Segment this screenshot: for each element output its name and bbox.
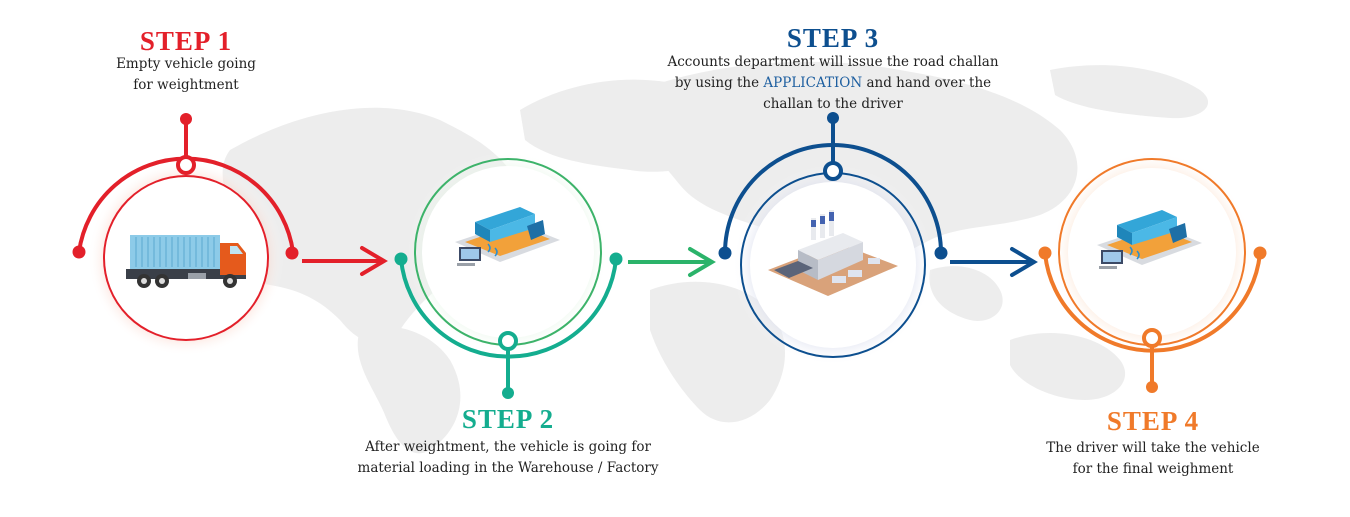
step-1-title: STEP 1 <box>139 26 233 56</box>
step-3-desc-line-2: by using the APPLICATION and hand over t… <box>633 73 1033 94</box>
step-2-title: STEP 2 <box>461 404 555 434</box>
step-1-inner-ring <box>103 175 269 341</box>
step-4-pin-dot <box>1146 381 1158 393</box>
step-2-desc-line-1: After weightment, the vehicle is going f… <box>365 439 651 455</box>
step-2-hub-ring <box>498 331 518 351</box>
step-3-desc-line-1: Accounts department will issue the road … <box>667 54 999 70</box>
arrow-step2-to-step3 <box>628 247 716 277</box>
arrow-step1-to-step2 <box>302 246 388 276</box>
step-2-desc-line-2: material loading in the Warehouse / Fact… <box>357 460 659 476</box>
step-2-pin-dot <box>502 387 514 399</box>
step-3-desc-line-2-post: and hand over the <box>862 75 992 91</box>
step-3-pin-dot <box>827 112 839 124</box>
step-4-right-dot <box>1253 246 1267 260</box>
step-3-left-dot <box>718 246 732 260</box>
step-1-node <box>72 113 299 356</box>
step-1-right-dot <box>285 246 299 260</box>
step-1-hub-ring <box>176 155 196 175</box>
step-3-desc-line-2-pre: by using the <box>674 75 764 91</box>
arrow-step3-to-step4 <box>950 247 1038 277</box>
step-2-left-dot <box>394 252 408 266</box>
step-3-right-dot <box>934 246 948 260</box>
step-2-node <box>394 152 623 399</box>
container-truck-icon <box>126 235 246 288</box>
step-1-desc-line-1: Empty vehicle going <box>116 56 256 72</box>
step-4-desc-line-2: for the final weighment <box>1072 461 1234 477</box>
step-1-pin-dot <box>180 113 192 125</box>
step-4-node <box>1038 152 1267 393</box>
step-4-left-dot <box>1038 246 1052 260</box>
step-4-hub-ring <box>1142 328 1162 348</box>
step-1-desc-line-2: for weightment <box>133 77 239 93</box>
step-3-desc-line-3: challan to the driver <box>763 96 903 112</box>
factory-icon <box>768 210 898 296</box>
step-3-node <box>718 112 948 365</box>
step-3-title: STEP 3 <box>786 23 880 53</box>
step-3-hub-ring <box>823 161 843 181</box>
step-1-left-dot <box>72 245 86 259</box>
step-4-title: STEP 4 <box>1106 406 1200 436</box>
weighbridge-truck-icon <box>1097 210 1202 269</box>
step-4-desc-line-1: The driver will take the vehicle <box>1046 440 1260 456</box>
application-highlight: APPLICATION <box>763 75 863 91</box>
step-2-right-dot <box>609 252 623 266</box>
weighbridge-truck-icon <box>455 207 560 266</box>
